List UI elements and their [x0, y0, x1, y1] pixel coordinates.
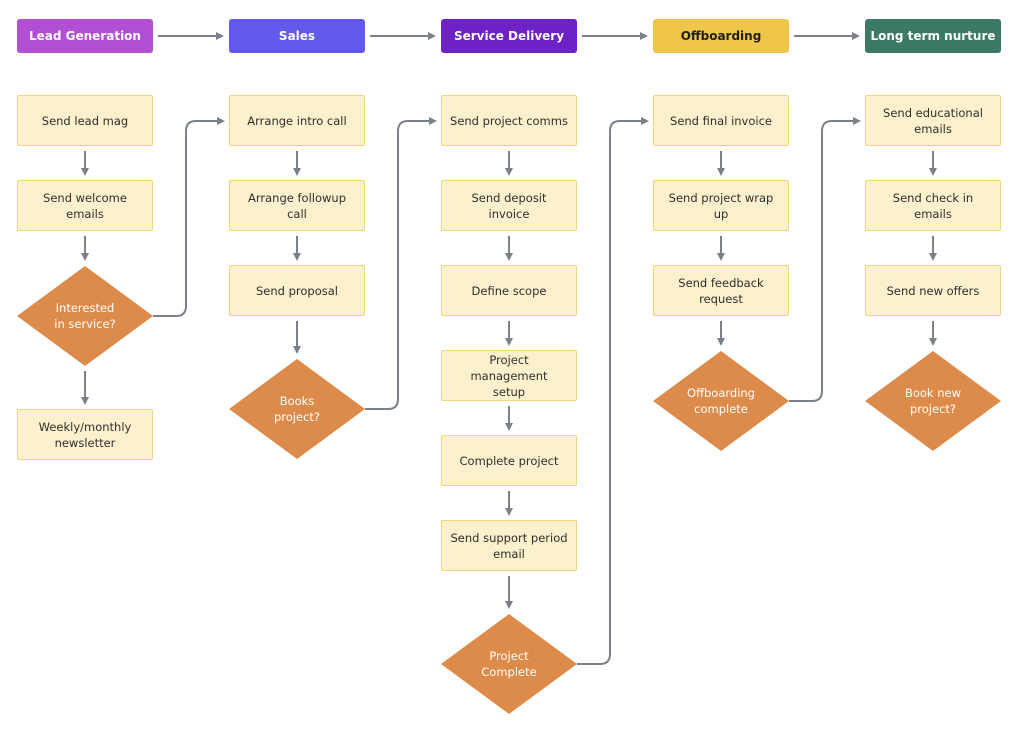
step-arrange-intro-call: Arrange intro call — [229, 95, 365, 146]
step-send-welcome-emails: Send welcome emails — [17, 180, 153, 231]
header-long-term-nurture: Long term nurture — [865, 19, 1001, 53]
header-offboarding: Offboarding — [653, 19, 789, 53]
step-send-project-wrap-up: Send project wrap up — [653, 180, 789, 231]
step-send-feedback-request: Send feedback request — [653, 265, 789, 316]
step-send-lead-mag: Send lead mag — [17, 95, 153, 146]
step-arrange-followup-call: Arrange followup call — [229, 180, 365, 231]
decision-interested-in-service: Interested in service? — [17, 266, 153, 366]
step-send-check-in-emails: Send check in emails — [865, 180, 1001, 231]
header-service-delivery: Service Delivery — [441, 19, 577, 53]
link-sales-to-delivery — [365, 117, 437, 410]
step-weekly-monthly-newsletter: Weekly/monthly newsletter — [17, 409, 153, 460]
step-send-proposal: Send proposal — [229, 265, 365, 316]
step-define-scope: Define scope — [441, 265, 577, 316]
header-lead-generation: Lead Generation — [17, 19, 153, 53]
decision-book-new-project: Book new project? — [865, 351, 1001, 451]
step-send-project-comms: Send project comms — [441, 95, 577, 146]
link-delivery-to-offboarding — [577, 117, 649, 665]
decision-books-project: Books project? — [229, 359, 365, 459]
link-offboarding-to-nurture — [789, 117, 861, 402]
decision-label: Book new project? — [904, 386, 962, 416]
step-project-management-setup: Project management setup — [441, 350, 577, 401]
decision-offboarding-complete: Offboarding complete — [653, 351, 789, 451]
decision-label: Project Complete — [481, 649, 537, 679]
step-send-deposit-invoice: Send deposit invoice — [441, 180, 577, 231]
step-send-new-offers: Send new offers — [865, 265, 1001, 316]
step-send-educational-emails: Send educational emails — [865, 95, 1001, 146]
step-send-final-invoice: Send final invoice — [653, 95, 789, 146]
decision-label: Offboarding complete — [687, 386, 755, 416]
header-sales: Sales — [229, 19, 365, 53]
decision-label: Interested in service? — [54, 301, 116, 331]
step-complete-project: Complete project — [441, 435, 577, 486]
decision-label: Books project? — [273, 394, 321, 424]
link-lead-to-sales — [153, 117, 225, 317]
step-send-support-period-email: Send support period email — [441, 520, 577, 571]
decision-project-complete: Project Complete — [441, 614, 577, 714]
